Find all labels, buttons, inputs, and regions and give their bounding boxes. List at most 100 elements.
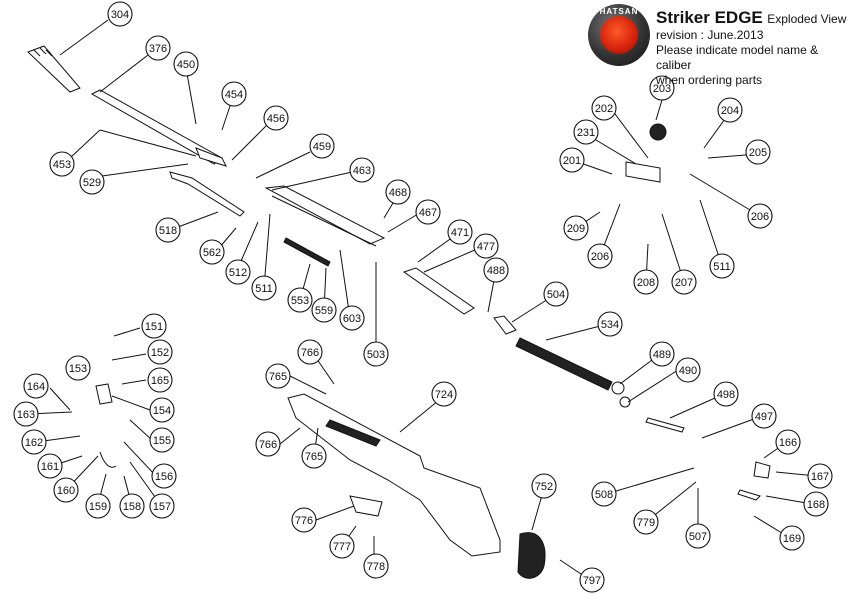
trigger-housing: [95, 383, 113, 405]
callout-201: 201: [559, 147, 585, 173]
callout-152: 152: [147, 339, 173, 365]
callout-463: 463: [349, 157, 375, 183]
barrel-assembly: [27, 45, 227, 167]
callout-603: 603: [339, 305, 365, 331]
safety-block: [753, 461, 771, 479]
callout-797: 797: [579, 567, 605, 593]
callout-label: 202: [595, 103, 613, 115]
callout-label: 206: [751, 211, 769, 223]
callout-503: 503: [363, 341, 389, 367]
callout-label: 765: [305, 451, 323, 463]
callout-204: 204: [717, 97, 743, 123]
callout-label: 463: [353, 165, 371, 177]
callout-163: 163: [13, 401, 39, 427]
callout-label: 154: [153, 405, 171, 417]
callout-label: 459: [313, 141, 331, 153]
spring-guide: [493, 315, 517, 335]
callout-160: 160: [53, 477, 79, 503]
sight-wheel: [649, 123, 667, 141]
piston: [402, 267, 475, 315]
callout-203: 203: [649, 75, 675, 101]
callout-label: 511: [255, 283, 273, 295]
callout-label: 467: [419, 207, 437, 219]
callout-label: 507: [689, 531, 707, 543]
rear-sight: [625, 161, 661, 183]
callout-label: 534: [601, 319, 619, 331]
callout-label: 205: [749, 147, 767, 159]
callout-467: 467: [415, 199, 441, 225]
callout-724: 724: [431, 381, 457, 407]
callout-518: 518: [155, 217, 181, 243]
callout-153: 153: [65, 355, 91, 381]
callout-490: 490: [675, 357, 701, 383]
callout-208: 208: [633, 269, 659, 295]
callout-label: 477: [477, 241, 495, 253]
callout-label: 603: [343, 313, 361, 325]
callout-207: 207: [671, 269, 697, 295]
callout-label: 724: [435, 389, 453, 401]
callout-label: 450: [177, 59, 195, 71]
callout-label: 778: [367, 561, 385, 573]
callout-label: 157: [153, 501, 171, 513]
callout-label: 797: [583, 575, 601, 587]
callout-507: 507: [685, 523, 711, 549]
callout-label: 504: [547, 289, 565, 301]
callout-label: 488: [487, 265, 505, 277]
callout-label: 454: [225, 89, 243, 101]
callout-label: 158: [123, 501, 141, 513]
callout-562: 562: [199, 239, 225, 265]
callout-label: 161: [41, 461, 59, 473]
callout-165: 165: [147, 367, 173, 393]
callout-label: 766: [259, 439, 277, 451]
callout-453: 453: [49, 151, 75, 177]
callout-label: 489: [653, 349, 671, 361]
callout-766: 766: [297, 339, 323, 365]
callout-label: 304: [111, 9, 129, 21]
callout-label: 529: [83, 177, 101, 189]
callout-168: 168: [803, 491, 829, 517]
callout-label: 471: [451, 227, 469, 239]
callout-497: 497: [751, 403, 777, 429]
callout-label: 152: [151, 347, 169, 359]
callout-166: 166: [775, 429, 801, 455]
trigger-blade: [99, 451, 117, 468]
callout-158: 158: [119, 493, 145, 519]
callout-label: 498: [717, 389, 735, 401]
callout-202: 202: [591, 95, 617, 121]
callout-164: 164: [23, 373, 49, 399]
end-cap-bolt: [645, 417, 685, 433]
callout-label: 453: [53, 159, 71, 171]
callout-454: 454: [221, 81, 247, 107]
callout-label: 508: [595, 489, 613, 501]
cocking-lever: [169, 171, 245, 217]
callout-label: 512: [229, 267, 247, 279]
callout-label: 160: [57, 485, 75, 497]
callout-label: 156: [155, 471, 173, 483]
callout-765: 765: [301, 443, 327, 469]
callout-553: 553: [287, 287, 313, 313]
title-block: Striker EDGE Exploded View revision : Ju…: [656, 8, 848, 88]
callout-155: 155: [149, 427, 175, 453]
callout-498: 498: [713, 381, 739, 407]
callout-511: 511: [709, 253, 735, 279]
callout-label: 163: [17, 409, 35, 421]
callout-511: 511: [251, 275, 277, 301]
callout-label: 766: [301, 347, 319, 359]
callout-label: 162: [25, 437, 43, 449]
hatsan-logo: HATSAN: [588, 4, 650, 66]
callout-label: 204: [721, 105, 739, 117]
callout-label: 155: [153, 435, 171, 447]
callout-label: 752: [535, 481, 553, 493]
callout-752: 752: [531, 473, 557, 499]
callout-459: 459: [309, 133, 335, 159]
callout-778: 778: [363, 553, 389, 579]
callout-488: 488: [483, 257, 509, 283]
callout-label: 511: [713, 261, 731, 273]
callout-508: 508: [591, 481, 617, 507]
callout-label: 231: [577, 127, 595, 139]
compression-tube: [264, 185, 386, 247]
callout-label: 168: [807, 499, 825, 511]
callout-154: 154: [149, 397, 175, 423]
callout-label: 490: [679, 365, 697, 377]
